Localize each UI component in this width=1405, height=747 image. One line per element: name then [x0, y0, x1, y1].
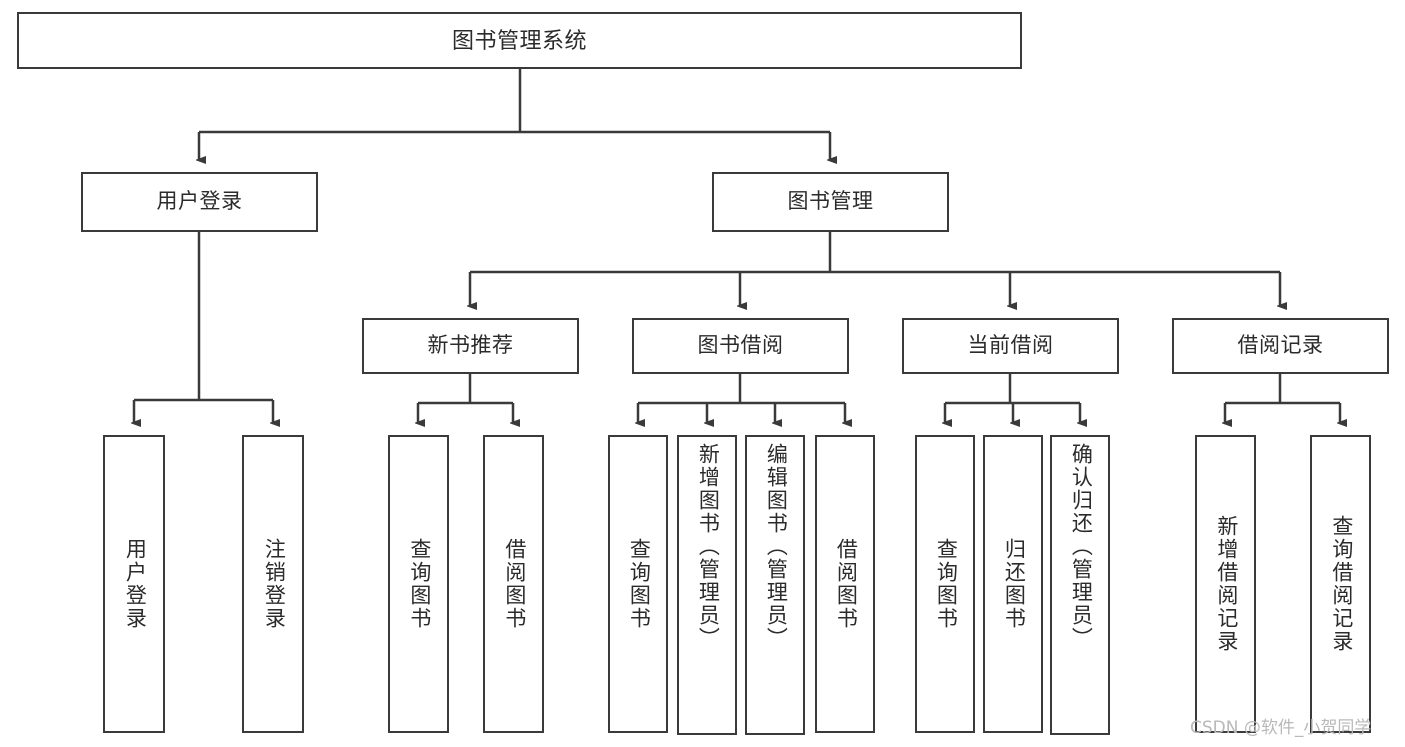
node-book-manage[interactable]: 图书管理	[712, 172, 949, 232]
node-root-label: 图书管理系统	[451, 27, 587, 53]
edge-group-book-borrow	[638, 374, 845, 423]
node-leaf-borrow-book-1-label: 借阅图书	[502, 538, 526, 630]
node-leaf-add-book-label: 新增图书（管理员）	[696, 443, 720, 650]
node-leaf-edit-book-label: 编辑图书（管理员）	[764, 443, 788, 650]
edge-group-borrow-record	[1225, 374, 1340, 423]
node-leaf-user-logout-label: 注销登录	[262, 538, 286, 630]
watermark: CSDN @软件_小贺同学	[1190, 718, 1372, 738]
node-leaf-add-borrow-record-label: 新增借阅记录	[1214, 515, 1238, 653]
node-borrow-record[interactable]: 借阅记录	[1172, 318, 1389, 374]
node-book-manage-label: 图书管理	[787, 189, 874, 213]
node-leaf-confirm-return[interactable]: 确认归还（管理员）	[1050, 435, 1110, 735]
node-leaf-borrow-book-2-label: 借阅图书	[834, 538, 858, 630]
node-leaf-add-book[interactable]: 新增图书（管理员）	[677, 435, 737, 735]
node-leaf-user-logout[interactable]: 注销登录	[242, 435, 304, 733]
node-user-login[interactable]: 用户登录	[81, 172, 318, 232]
node-leaf-query-book-3-label: 查询图书	[934, 538, 958, 630]
node-leaf-add-borrow-record[interactable]: 新增借阅记录	[1195, 435, 1256, 733]
node-borrow-record-label: 借阅记录	[1237, 333, 1324, 357]
edge-group-new-book-recommend	[418, 374, 513, 423]
node-book-borrow[interactable]: 图书借阅	[632, 318, 849, 374]
edge-group-current-borrow	[945, 374, 1080, 423]
edge-group-user-login	[134, 232, 273, 423]
node-leaf-user-login-label: 用户登录	[123, 538, 147, 630]
node-leaf-edit-book[interactable]: 编辑图书（管理员）	[745, 435, 805, 735]
node-current-borrow[interactable]: 当前借阅	[902, 318, 1119, 374]
node-leaf-user-login[interactable]: 用户登录	[103, 435, 165, 733]
node-current-borrow-label: 当前借阅	[967, 333, 1054, 357]
node-leaf-query-book-3[interactable]: 查询图书	[915, 435, 975, 733]
node-leaf-query-borrow-record[interactable]: 查询借阅记录	[1310, 435, 1371, 733]
node-root[interactable]: 图书管理系统	[17, 12, 1022, 69]
node-leaf-confirm-return-label: 确认归还（管理员）	[1069, 443, 1093, 650]
node-user-login-label: 用户登录	[156, 189, 243, 213]
node-leaf-borrow-book-2[interactable]: 借阅图书	[815, 435, 875, 733]
node-new-book-recommend[interactable]: 新书推荐	[362, 318, 579, 374]
node-leaf-query-book-2-label: 查询图书	[627, 538, 651, 630]
node-leaf-return-book[interactable]: 归还图书	[983, 435, 1043, 733]
node-leaf-query-book-1[interactable]: 查询图书	[388, 435, 449, 733]
edge-group-book-manage	[470, 232, 1280, 306]
node-book-borrow-label: 图书借阅	[697, 333, 784, 357]
node-leaf-return-book-label: 归还图书	[1002, 538, 1026, 630]
node-leaf-borrow-book-1[interactable]: 借阅图书	[483, 435, 544, 733]
edge-group-root	[199, 69, 830, 160]
node-leaf-query-book-1-label: 查询图书	[407, 538, 431, 630]
node-new-book-recommend-label: 新书推荐	[427, 333, 514, 357]
node-leaf-query-borrow-record-label: 查询借阅记录	[1329, 515, 1353, 653]
node-leaf-query-book-2[interactable]: 查询图书	[608, 435, 668, 733]
